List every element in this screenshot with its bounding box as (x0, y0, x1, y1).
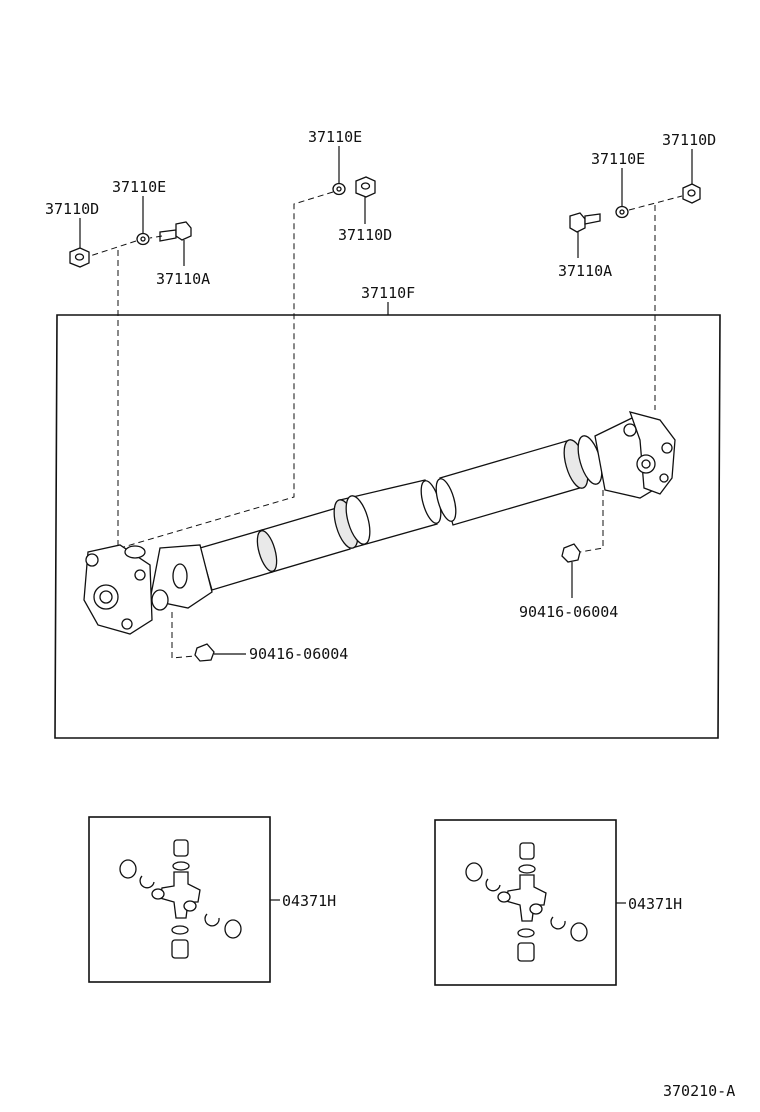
guide-fitting-left (171, 612, 196, 659)
label-washer-right: 37110E (591, 150, 645, 168)
guide-fitting-right (579, 490, 604, 553)
label-washer-left: 37110E (112, 178, 166, 196)
shaft-assembly-frame (54, 314, 721, 739)
bolt-right-part (569, 212, 601, 233)
figure-code: 370210-A (663, 1082, 735, 1100)
label-nut-mid: 37110D (338, 226, 392, 244)
washer-left-part (136, 232, 150, 246)
label-nut-left: 37110D (45, 200, 99, 218)
leader-washer-to-nut-right (628, 195, 683, 211)
grease-fitting-right-part (561, 543, 581, 563)
leader-bolt-left-to-washer (149, 235, 163, 239)
label-spider-kit-left: 04371H (282, 892, 336, 910)
washer-mid-part (332, 182, 346, 196)
nut-mid-part (355, 176, 376, 198)
grease-fitting-left-part (194, 643, 215, 662)
guide-mid-down (119, 191, 334, 549)
nut-left-part (69, 247, 90, 268)
propeller-shaft-drawing (83, 411, 676, 635)
label-spider-kit-right: 04371H (628, 895, 682, 913)
leader-washer-left-to-nut (89, 240, 137, 257)
bolt-left-part (159, 221, 192, 242)
label-washer-mid: 37110E (308, 128, 362, 146)
label-bolt-left: 37110A (156, 270, 210, 288)
nut-right-part (682, 183, 701, 204)
washer-right-part (615, 205, 629, 219)
spider-kit-left-drawing (119, 839, 242, 959)
label-bolt-right: 37110A (558, 262, 612, 280)
spider-kit-right-drawing (465, 842, 588, 962)
label-fitting-left: 90416-06004 (249, 645, 348, 663)
label-shaft-assembly: 37110F (361, 284, 415, 302)
label-fitting-right: 90416-06004 (519, 603, 618, 621)
label-nut-right: 37110D (662, 131, 716, 149)
